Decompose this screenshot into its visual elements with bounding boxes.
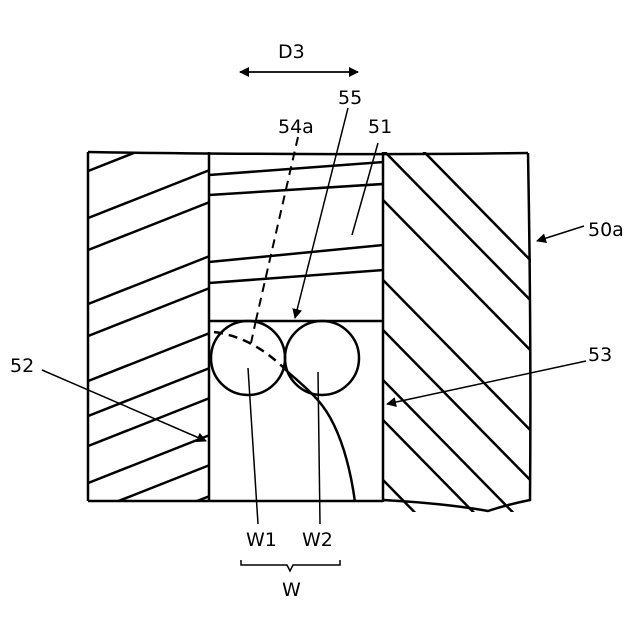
label-50a: 50a — [588, 219, 624, 241]
label-55: 55 — [338, 87, 362, 109]
left-hatching — [78, 117, 225, 548]
w-brace — [241, 560, 340, 571]
label-d3: D3 — [278, 41, 305, 63]
right-hatching — [383, 110, 540, 640]
label-w: W — [282, 579, 301, 601]
leader-51 — [352, 143, 378, 235]
wire-w2-circle — [285, 321, 359, 395]
dashed-curve — [251, 320, 256, 343]
leader-55 — [295, 108, 348, 318]
leader-50a — [537, 226, 584, 241]
label-w2: W2 — [302, 529, 333, 551]
leader-53 — [387, 361, 586, 404]
label-w1: W1 — [246, 529, 277, 551]
label-51: 51 — [368, 116, 392, 138]
label-52: 52 — [10, 355, 34, 377]
dashed-line-54a — [256, 137, 298, 320]
slot-walls — [209, 152, 383, 502]
dashed-arc — [214, 332, 288, 372]
winding-curve — [288, 372, 355, 502]
leader-52 — [42, 370, 206, 441]
label-54a: 54a — [278, 116, 314, 138]
wedge-layers — [209, 162, 383, 283]
label-53: 53 — [588, 344, 612, 366]
